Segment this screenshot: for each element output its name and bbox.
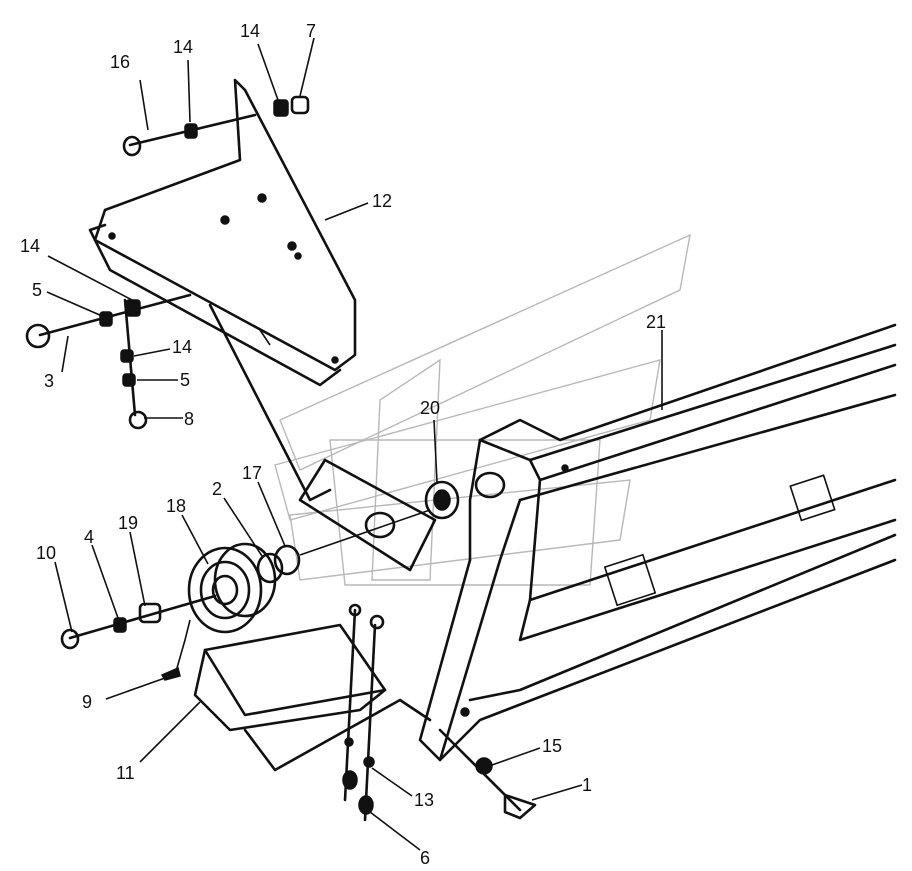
callout-5: 5 — [32, 280, 42, 300]
bracket-plate-part-12 — [88, 78, 357, 502]
callout-5: 5 — [180, 370, 190, 390]
callout-14: 14 — [20, 236, 40, 256]
callout-19: 19 — [118, 513, 138, 533]
callout-labels: 16 14 14 7 12 14 5 3 14 5 8 21 20 2 17 1… — [20, 21, 666, 868]
callout-13: 13 — [414, 790, 434, 810]
callout-14: 14 — [173, 37, 193, 57]
frame-beam-part-21 — [418, 323, 897, 762]
callout-8: 8 — [184, 409, 194, 429]
callout-15: 15 — [542, 736, 562, 756]
callout-7: 7 — [306, 21, 316, 41]
callout-11: 11 — [116, 763, 135, 783]
mount-bracket-part-20 — [298, 458, 460, 572]
leader-lines — [46, 37, 663, 851]
callout-4: 4 — [84, 527, 94, 547]
callout-10: 10 — [36, 543, 56, 563]
callout-14: 14 — [240, 21, 260, 41]
callout-3: 3 — [44, 371, 54, 391]
callout-6: 6 — [420, 848, 430, 868]
callout-16: 16 — [110, 52, 130, 72]
callout-12: 12 — [372, 191, 392, 211]
guard-box-part-11 — [193, 623, 432, 772]
callout-20: 20 — [420, 398, 440, 418]
watermark-logo — [274, 233, 691, 586]
callout-17: 17 — [242, 463, 262, 483]
callout-21: 21 — [646, 312, 666, 332]
pulley-part-18 — [187, 509, 431, 634]
callout-18: 18 — [166, 496, 186, 516]
callout-14: 14 — [172, 337, 192, 357]
callout-1: 1 — [582, 775, 592, 795]
callout-2: 2 — [212, 479, 222, 499]
callout-9: 9 — [82, 692, 92, 712]
fasteners — [25, 95, 537, 822]
